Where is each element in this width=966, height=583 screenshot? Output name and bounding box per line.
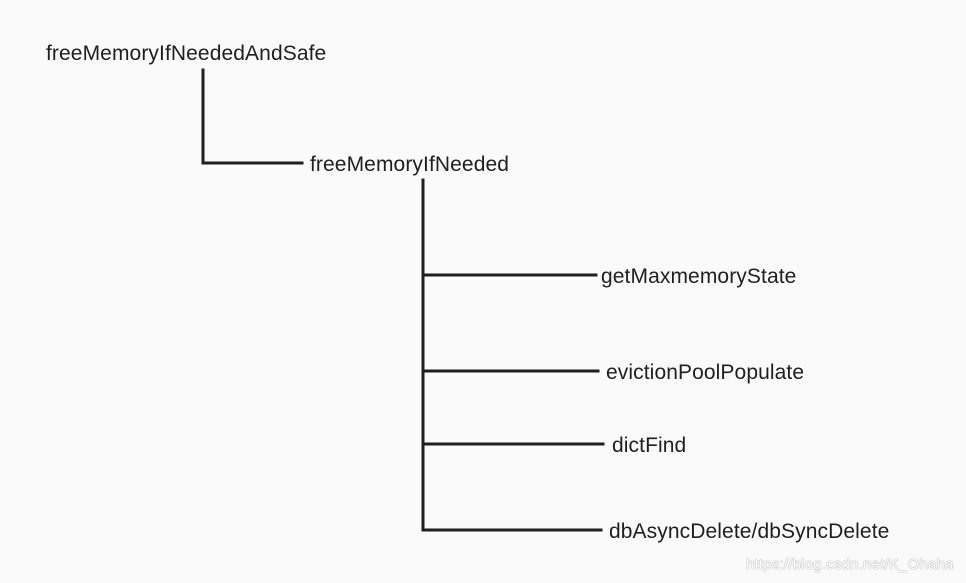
node-free-memory-if-needed: freeMemoryIfNeeded (310, 153, 510, 176)
edge-root-to-free-memory (201, 68, 304, 165)
node-db-async-sync-delete: dbAsyncDelete/dbSyncDelete (609, 520, 890, 543)
node-get-maxmemory-state: getMaxmemoryState (601, 265, 797, 288)
node-free-memory-if-needed-and-safe: freeMemoryIfNeededAndSafe (46, 42, 327, 65)
node-dict-find: dictFind (612, 434, 687, 457)
watermark-text: https://blog.csdn.net/K_Ohaha (746, 556, 954, 573)
node-eviction-pool-populate: evictionPoolPopulate (606, 361, 805, 384)
